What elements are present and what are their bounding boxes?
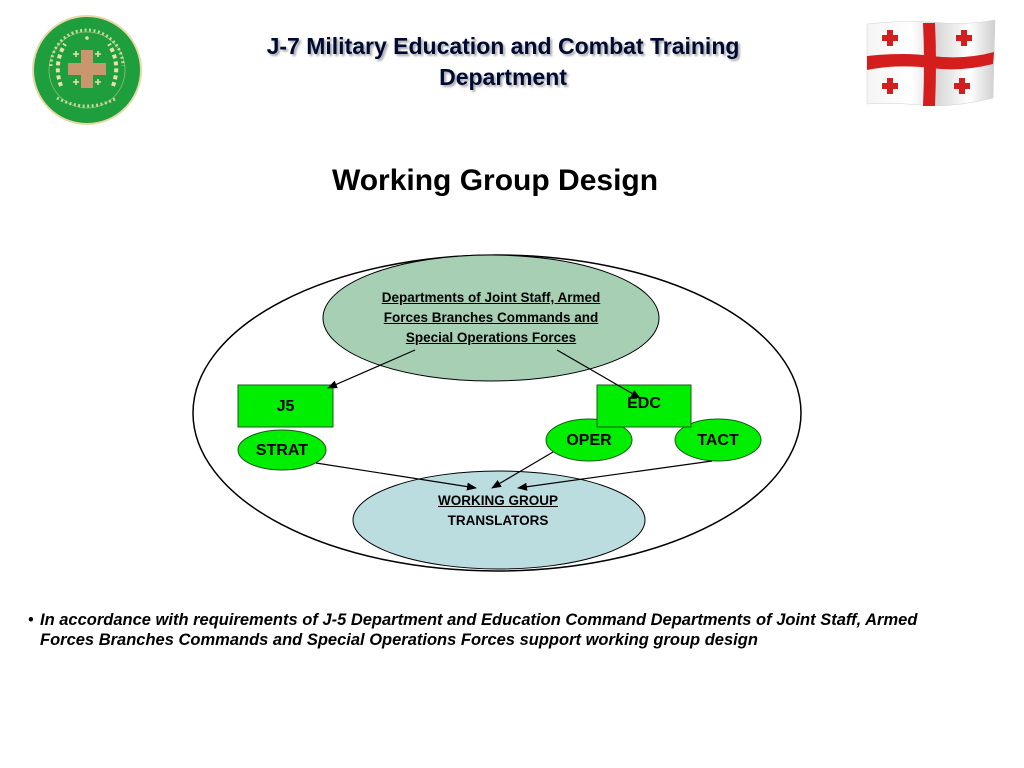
edc-box [596, 384, 692, 428]
arrow-top-to-j5 [327, 349, 416, 389]
top-label-line2: Forces Branches Commands and [383, 310, 599, 325]
top-label-line1: Departments of Joint Staff, Armed [381, 290, 601, 305]
arrow-oper-to-wg [491, 451, 554, 489]
working-group-ellipse [352, 470, 646, 570]
oper-label: OPER [566, 432, 612, 449]
bullet-marker: • [28, 611, 34, 629]
bullet-text: In accordance with requirements of J-5 D… [40, 611, 918, 649]
header-title-line2: Department [439, 64, 567, 90]
bullet-item: • In accordance with requirements of J-5… [28, 610, 928, 650]
top-departments-ellipse [322, 254, 660, 382]
arrow-tact-to-wg [517, 460, 713, 491]
slide-title: Working Group Design [331, 164, 659, 197]
arrow-strat-to-wg [315, 462, 477, 491]
working-group-label-line2: TRANSLATORS [447, 513, 549, 528]
oper-ellipse [545, 418, 633, 462]
georgian-flag-icon [866, 19, 996, 107]
tact-label: TACT [697, 432, 739, 449]
header-title-line1: J-7 Military Education and Combat Traini… [266, 33, 740, 59]
j5-label: J5 [276, 398, 295, 415]
header-title: J-7 Military Education and Combat Traini… [190, 31, 816, 93]
strat-ellipse [237, 429, 327, 471]
working-group-label-line1: WORKING GROUP [438, 493, 558, 508]
top-departments-label: Departments of Joint Staff, Armed Forces… [335, 288, 647, 348]
top-label-line3: Special Operations Forces [405, 330, 577, 345]
working-group-label: WORKING GROUP TRANSLATORS [380, 491, 616, 531]
tact-ellipse [674, 418, 762, 462]
edc-label: EDC [627, 395, 661, 412]
arrow-top-to-edc [556, 349, 641, 399]
strat-label: STRAT [255, 442, 309, 459]
j5-box [237, 384, 334, 428]
georgian-armed-forces-seal-icon [32, 15, 142, 125]
